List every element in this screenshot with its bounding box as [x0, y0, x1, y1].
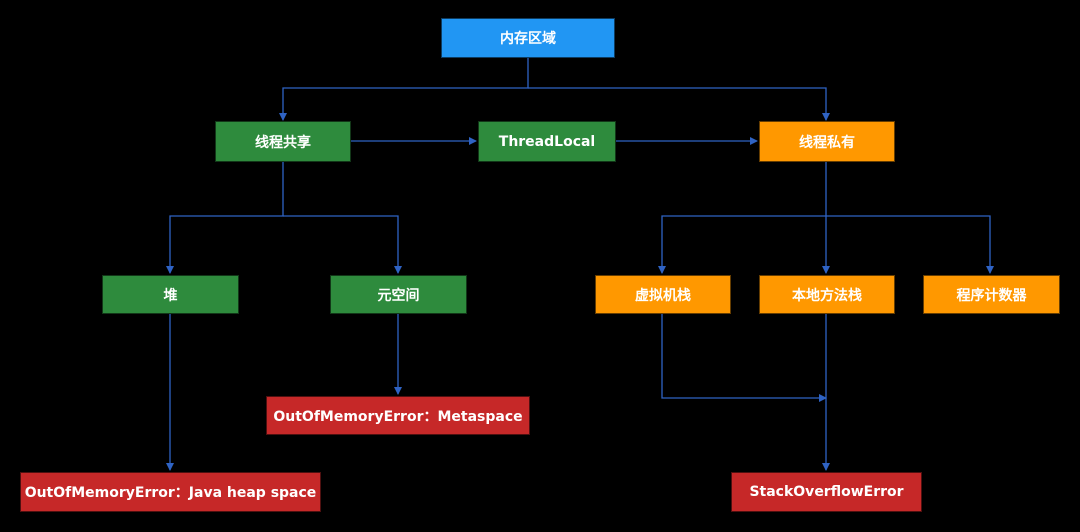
memory-area-node: 内存区域	[441, 18, 615, 58]
edge-shared-to-metaspace	[283, 215, 402, 274]
thread-shared-node: 线程共享	[215, 121, 351, 162]
native-method-stack-node: 本地方法栈	[759, 275, 895, 314]
thread-local-node: ThreadLocal	[478, 121, 616, 162]
oom-metaspace-node: OutOfMemoryError：Metaspace	[266, 396, 530, 435]
edge-private-to-pc	[826, 215, 994, 274]
program-counter-node: 程序计数器	[923, 275, 1060, 314]
heap-node: 堆	[102, 275, 239, 314]
metaspace-node: 元空间	[330, 275, 467, 314]
edge-root-to-shared	[279, 58, 529, 121]
vm-stack-node: 虚拟机栈	[595, 275, 731, 314]
edge-root-to-private	[528, 87, 830, 121]
edge-private-to-vmstack	[658, 162, 827, 274]
edge-shared-to-heap	[166, 162, 284, 274]
stack-overflow-node: StackOverflowError	[731, 472, 922, 512]
edge-vmstack-to-overflow	[661, 314, 827, 402]
thread-private-node: 线程私有	[759, 121, 895, 162]
oom-heap-node: OutOfMemoryError：Java heap space	[20, 472, 321, 512]
